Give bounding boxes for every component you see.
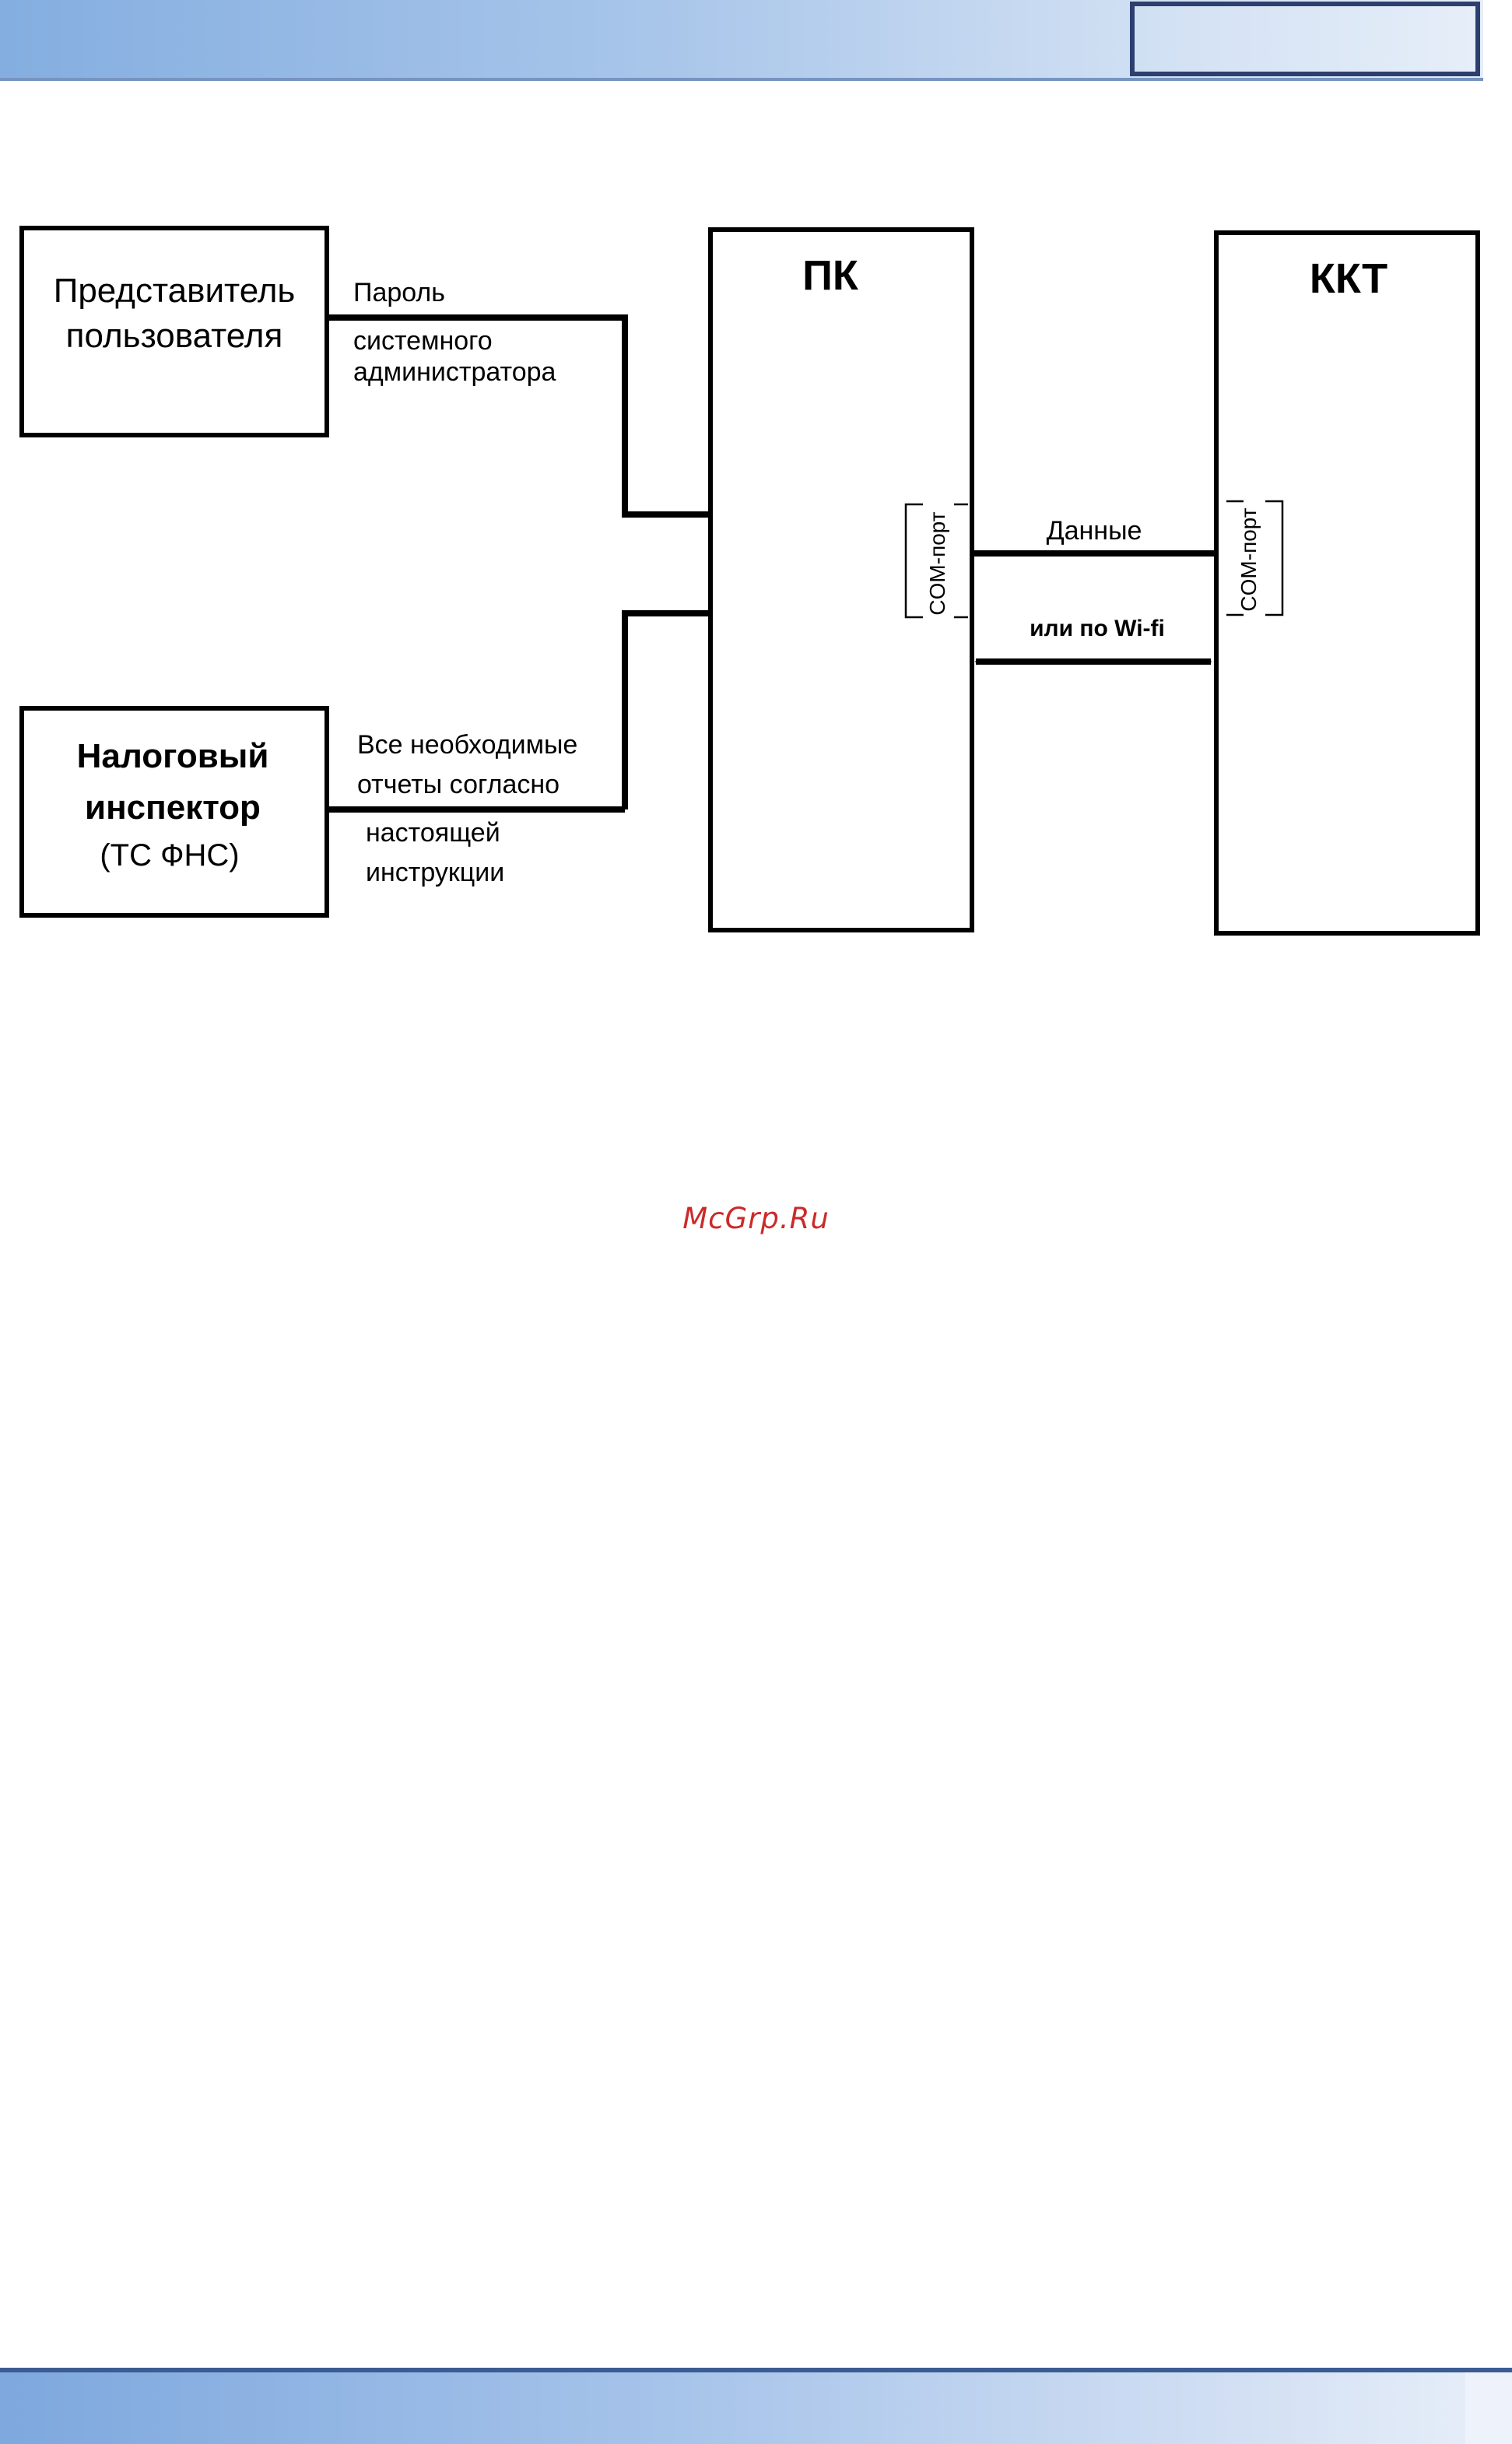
connection-diagram: Представитель пользователя Налоговый инс… [0, 0, 1512, 1012]
footer-edge [1465, 2372, 1512, 2444]
watermark-text: McGrp.Ru [0, 1202, 1512, 1235]
user-rep-label-line2: пользователя [66, 317, 283, 355]
reports-label-line3: настоящей [366, 818, 500, 848]
user-rep-box: Представитель пользователя [22, 228, 327, 435]
wifi-link-label: или по Wi-fi [1030, 616, 1165, 641]
pc-title: ПК [802, 252, 859, 299]
kkt-title: ККТ [1310, 255, 1387, 302]
data-link-label: Данные [1047, 516, 1142, 546]
tax-inspector-label-line1: Налоговый [77, 737, 269, 775]
password-label-line2: системного [353, 326, 493, 356]
reports-connector-upper [625, 613, 708, 809]
footer-band [0, 2368, 1512, 2444]
user-rep-label-line1: Представитель [54, 272, 296, 310]
pc-com-port-label: COM-порт [925, 511, 949, 615]
tax-inspector-box: Налоговый инспектор (ТС ФНС) [22, 708, 327, 915]
tax-inspector-label-line2: инспектор [85, 788, 261, 827]
reports-label-line2: отчеты согласно [357, 770, 560, 799]
password-label-line3: администратора [353, 357, 556, 387]
password-label-line1: Пароль [353, 278, 445, 307]
reports-label-line1: Все необходимые [357, 730, 577, 760]
reports-label-line4: инструкции [366, 858, 504, 887]
tax-inspector-label-line3: (ТС ФНС) [100, 838, 239, 873]
kkt-com-port-label: COM-порт [1237, 507, 1261, 611]
